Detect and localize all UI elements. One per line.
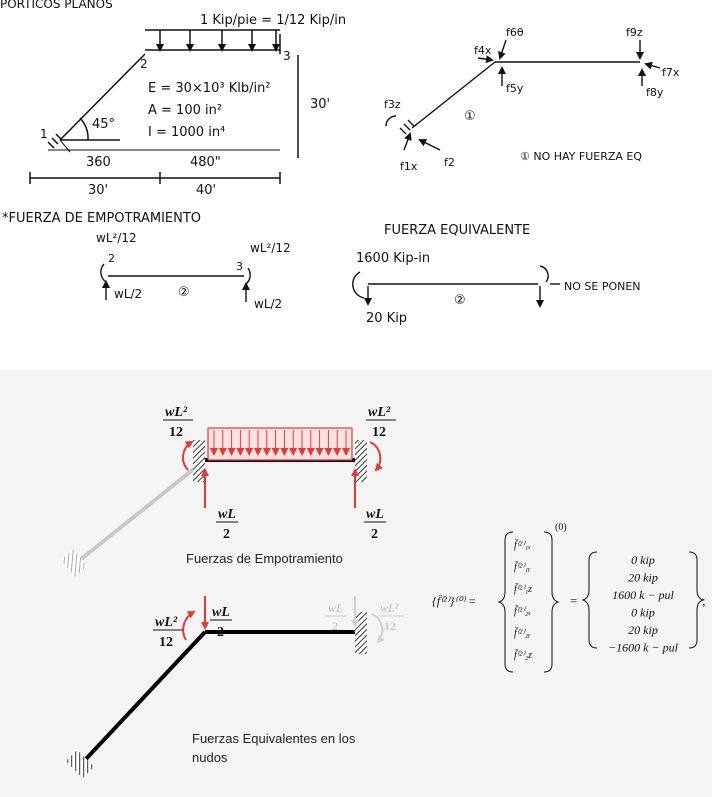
- moment-value: 1600 Kip-in: [356, 251, 430, 266]
- typed-panel: [0, 370, 712, 797]
- force-vector-equation: {f̄⁽²⁾}⁽⁰⁾ = (0) f̄⁽²⁾₁ₓf̄⁽²⁾₁ᵧf̄⁽²⁾₁zf̄…: [432, 522, 706, 673]
- equiv-force-title: FUERZA EQUIVALENTE: [384, 223, 530, 238]
- eq-force-num: wL: [212, 605, 230, 620]
- force-value: 20 kip: [628, 571, 658, 585]
- fe-shear-left-num: wL: [218, 507, 236, 522]
- fe-shear-left-den: 2: [223, 527, 230, 542]
- force-value: 20 Kip: [366, 311, 407, 326]
- fixed-force-title: *FUERZA DE EMPOTRAMIENTO: [2, 211, 201, 226]
- angle-label: 45°: [92, 117, 115, 132]
- eq-faint-force-den: 2: [332, 619, 338, 633]
- f4x-label: f4x: [474, 44, 492, 57]
- equiv-caption-line2: nudos: [192, 750, 228, 765]
- eq-faint-moment-den: 12: [384, 619, 396, 633]
- force-value: 1600 k − pul: [612, 588, 674, 602]
- force-symbol: f̄⁽²⁾₁ₓ: [514, 539, 531, 551]
- hand-element-2: ②: [178, 285, 190, 300]
- element-1-sketch: [385, 39, 661, 151]
- dim-feet-right: 40': [196, 183, 216, 198]
- fe-shear-right-num: wL: [366, 507, 384, 522]
- dim-inches-left: 360: [86, 155, 111, 170]
- hand-equiv-element-2: ②: [454, 293, 466, 308]
- header-fragment: PÓRTICOS PLANOS: [0, 0, 113, 11]
- fe-shear-right-den: 2: [371, 527, 378, 542]
- force-symbol: f̄⁽²⁾₂z: [514, 649, 532, 661]
- eq-faint-force-num: wL: [328, 601, 343, 615]
- hand-node-2: 2: [108, 252, 115, 265]
- equivalent-forces-diagram: [65, 596, 385, 779]
- eq-moment-den: 12: [159, 635, 173, 650]
- symbol-column: f̄⁽²⁾₁ₓ f̄⁽²⁾₁ᵧ f̄⁽²⁾₁z f̄⁽²⁾₂ₓ f̄⁽²⁾₂ᵧ f̄⁽²⁾…: [514, 539, 532, 661]
- eq-faint-moment-num: wL²: [380, 601, 399, 615]
- force-symbol: f̄⁽²⁾₁ᵧ: [514, 561, 531, 573]
- value-column: 0 kip 20 kip 1600 k − pul 0 kip 20 kip −1600 …: [608, 553, 679, 655]
- hand-fixed-beam: [100, 263, 251, 302]
- inertia-label: I = 1000 in⁴: [148, 125, 225, 140]
- fe-moment-left-den: 12: [169, 425, 183, 440]
- equiv-caption-line1: Fuerzas Equivalentes en los: [192, 731, 356, 746]
- distributed-load-arrows: [210, 430, 350, 456]
- f8y-label: f8y: [646, 86, 664, 99]
- element-1-note: ① NO HAY FUERZA EQ: [520, 150, 642, 163]
- dim-inches-right: 480": [190, 155, 221, 170]
- f1x-label: f1x: [400, 160, 418, 173]
- hand-moment-right: wL²/12: [250, 241, 291, 255]
- f2-label: f2: [444, 156, 455, 169]
- modulus-label: E = 30×10³ Klb/in²: [148, 81, 271, 96]
- fe-moment-right-num: wL²: [368, 405, 391, 420]
- force-value: 0 kip: [631, 553, 655, 567]
- frame-sketch: [29, 29, 299, 184]
- f9-label: f9z: [626, 26, 643, 39]
- f7-label: f7x: [662, 66, 680, 79]
- equation-end: ;: [702, 593, 706, 608]
- fixed-caption: Fuerzas de Empotramiento: [186, 551, 343, 566]
- handwritten-notes: PÓRTICOS PLANOS 1 Kip/pie = 1/12 Kip/in …: [0, 0, 680, 326]
- hand-shear-left: wL/2: [114, 287, 142, 301]
- fixed-end-diagram: [60, 427, 383, 577]
- f6-label: f6θ: [506, 26, 524, 39]
- f3-label: f3z: [384, 98, 401, 111]
- area-label: A = 100 in²: [148, 103, 222, 118]
- force-value: 0 kip: [631, 606, 655, 620]
- hand-node-3: 3: [236, 260, 243, 273]
- element-1-circle: ①: [464, 109, 476, 124]
- force-value: 20 kip: [628, 623, 658, 637]
- fe-moment-right-den: 12: [372, 425, 386, 440]
- node-2-label: 2: [140, 57, 148, 71]
- force-symbol: f̄⁽²⁾₂ᵧ: [514, 627, 531, 639]
- height-label: 30': [310, 97, 330, 112]
- force-symbol: f̄⁽²⁾₁z: [514, 583, 532, 595]
- hand-equiv-beam: [352, 265, 560, 308]
- force-symbol: f̄⁽²⁾₂ₓ: [514, 605, 531, 617]
- equation-equals: =: [570, 593, 577, 608]
- equation-lhs: {f̄⁽²⁾}⁽⁰⁾ =: [432, 594, 476, 608]
- equation-superscript: (0): [555, 522, 567, 533]
- eq-moment-num: wL²: [155, 615, 178, 630]
- eq-force-den: 2: [217, 625, 224, 640]
- fe-moment-left-num: wL²: [165, 405, 188, 420]
- force-value: −1600 k − pul: [608, 641, 679, 655]
- hand-shear-right: wL/2: [254, 297, 282, 311]
- dim-feet-left: 30': [88, 183, 108, 198]
- node-3-label: 3: [283, 49, 291, 63]
- load-label: 1 Kip/pie = 1/12 Kip/in: [200, 13, 346, 28]
- hand-moment-left: wL²/12: [96, 231, 137, 245]
- f5y-label: f5y: [506, 82, 524, 95]
- node-1-label: 1: [40, 127, 48, 141]
- not-placed-note: NO SE PONEN: [564, 280, 641, 293]
